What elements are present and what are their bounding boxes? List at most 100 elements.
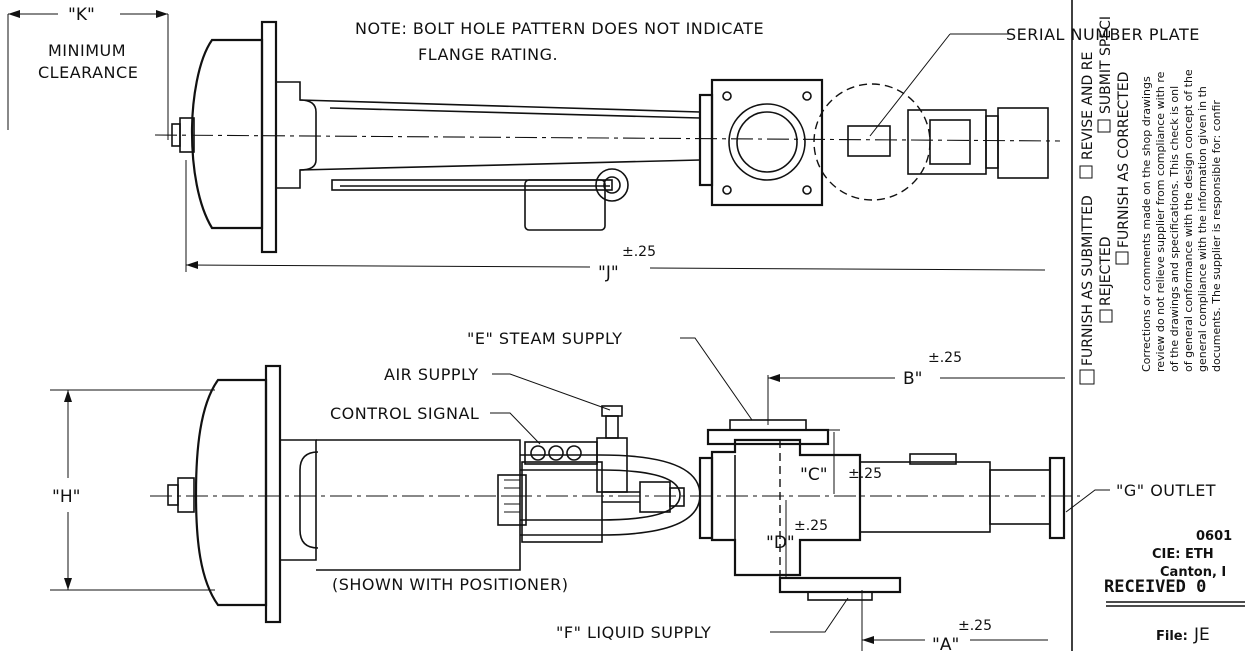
rejected-label: REJECTED xyxy=(1098,236,1114,306)
yoke-top-edge xyxy=(299,99,701,113)
gauge-circle xyxy=(595,168,629,202)
nozzle-block-inner xyxy=(929,119,971,165)
gauge-port xyxy=(530,445,546,461)
received-block: 0601 CIE: ETH Canton, I RECEIVED 0 File:… xyxy=(1104,529,1245,645)
revise-resubmit-label: REVISE AND RE xyxy=(1080,52,1096,160)
actuator-flange-front xyxy=(264,364,282,624)
body-flange-front xyxy=(698,456,714,540)
top-centerline xyxy=(154,134,1061,142)
d-dim-tolerance: ±.25 xyxy=(794,518,828,534)
inlet-bore-inner xyxy=(736,111,798,173)
control-signal-label: CONTROL SIGNAL xyxy=(330,404,479,423)
liquid-flange-bottom xyxy=(807,591,873,601)
furnish-as-corrected-label: FURNISH AS CORRECTED xyxy=(1116,72,1132,248)
min-clearance-label-2: CLEARANCE xyxy=(38,63,138,82)
liquid-supply-label: "F" LIQUID SUPPLY xyxy=(556,623,711,642)
bolt-hole xyxy=(722,185,732,195)
steam-flange xyxy=(706,428,830,446)
actuator-flange xyxy=(260,20,278,254)
serial-leader xyxy=(869,33,951,137)
checkbox-submit-spec xyxy=(1097,119,1111,133)
outlet-flange xyxy=(1048,456,1066,540)
serial-number-plate-label: SERIAL NUMBER PLATE xyxy=(1006,25,1200,44)
arrow-head xyxy=(156,10,168,18)
checkbox-furnish-corrected xyxy=(1115,251,1129,265)
arrow-head xyxy=(64,390,72,402)
yoke-inner-edge xyxy=(329,107,701,119)
checkbox-furnish-as-submitted xyxy=(1079,369,1095,385)
inlet-bore-outer xyxy=(728,103,806,181)
arrow-head xyxy=(768,374,780,382)
actuator-diaphragm-front xyxy=(194,378,268,607)
arrow-head xyxy=(186,261,198,269)
regulator-cap xyxy=(601,405,623,417)
d-dim-label: "D" xyxy=(766,533,795,553)
outlet-label: "G" OUTLET xyxy=(1116,481,1216,500)
checkbox-revise xyxy=(1079,165,1093,179)
arrow-head xyxy=(64,578,72,590)
note-line-2: FLANGE RATING. xyxy=(418,45,558,64)
submit-spec-label: SUBMIT SPECI xyxy=(1098,16,1114,114)
positioner-face xyxy=(497,474,527,526)
liquid-flange xyxy=(778,576,902,594)
j-dim-line-right xyxy=(649,267,1046,271)
gauge-port xyxy=(566,445,582,461)
air-supply-label: AIR SUPPLY xyxy=(384,365,479,384)
c-dim-label: "C" xyxy=(800,465,828,485)
regulator-neck xyxy=(605,415,619,439)
actuator-diaphragm xyxy=(190,38,264,230)
stem-knob-front xyxy=(167,484,179,506)
j-dim-label: "J" xyxy=(598,263,619,283)
file-value: JE xyxy=(1193,625,1210,645)
hidden-flange-circle xyxy=(813,83,931,201)
bracket-rail xyxy=(331,179,613,191)
serial-plate-rect xyxy=(847,125,891,157)
yoke-curve xyxy=(299,451,319,549)
received-code: 0601 xyxy=(1196,529,1232,544)
yoke-bottom-edge xyxy=(299,159,701,171)
file-label: File: xyxy=(1156,629,1188,644)
fine-print-3: of the drawings and specifications. This… xyxy=(1168,86,1181,372)
nozzle-collar xyxy=(985,115,999,169)
stem-clamp xyxy=(669,487,685,507)
yoke-neck xyxy=(280,439,317,561)
arrow-head xyxy=(862,636,874,644)
body-square-flange xyxy=(710,78,824,207)
gauge-port xyxy=(548,445,564,461)
furnish-as-submitted-label: FURNISH AS SUBMITTED xyxy=(1080,195,1096,366)
received-cie: CIE: ETH xyxy=(1152,547,1214,562)
steam-supply-label: "E" STEAM SUPPLY xyxy=(467,329,623,348)
bolt-hole xyxy=(722,91,732,101)
gauge-inner xyxy=(603,176,621,194)
stem-connector xyxy=(639,481,671,513)
j-dim-line-left xyxy=(185,264,591,268)
min-clearance-label-1: MINIMUM xyxy=(48,41,126,60)
fine-print-6: documents. The supplier is responsible f… xyxy=(1210,100,1223,372)
yoke-left xyxy=(276,81,317,189)
control-leader xyxy=(490,412,541,445)
fine-print-2: review do not relieve supplier from comp… xyxy=(1154,71,1167,372)
outlet-leader xyxy=(1065,489,1110,513)
fine-print-5: general compliance with the information … xyxy=(1196,86,1209,372)
b-dim-label: B" xyxy=(903,369,922,389)
note-line-1: NOTE: BOLT HOLE PATTERN DOES NOT INDICAT… xyxy=(355,19,764,38)
bolt-hole xyxy=(802,185,812,195)
checkbox-rejected xyxy=(1099,309,1113,323)
gauge-manifold xyxy=(524,441,598,465)
outlet-pipe xyxy=(989,469,1051,525)
outlet-barrel xyxy=(997,107,1049,179)
fine-print-1: Corrections or comments made on the shop… xyxy=(1140,76,1153,372)
nozzle-plate xyxy=(909,453,957,465)
c-dim-tolerance: ±.25 xyxy=(848,466,882,482)
stem-cap-front xyxy=(177,477,195,513)
review-stamp: FURNISH AS SUBMITTED REJECTED REVISE AND… xyxy=(1071,0,1223,651)
h-dim-label: "H" xyxy=(52,487,80,507)
yoke-loop-outer xyxy=(520,454,701,536)
k-dim-label: "K" xyxy=(68,5,95,25)
yoke-loop-inner xyxy=(520,469,681,521)
body-flange-left xyxy=(698,93,714,187)
positioner-box-top xyxy=(524,179,606,231)
air-leader xyxy=(492,373,611,411)
received-city: Canton, I xyxy=(1160,565,1226,580)
fine-print-4: of general conformance with the design c… xyxy=(1182,69,1195,372)
